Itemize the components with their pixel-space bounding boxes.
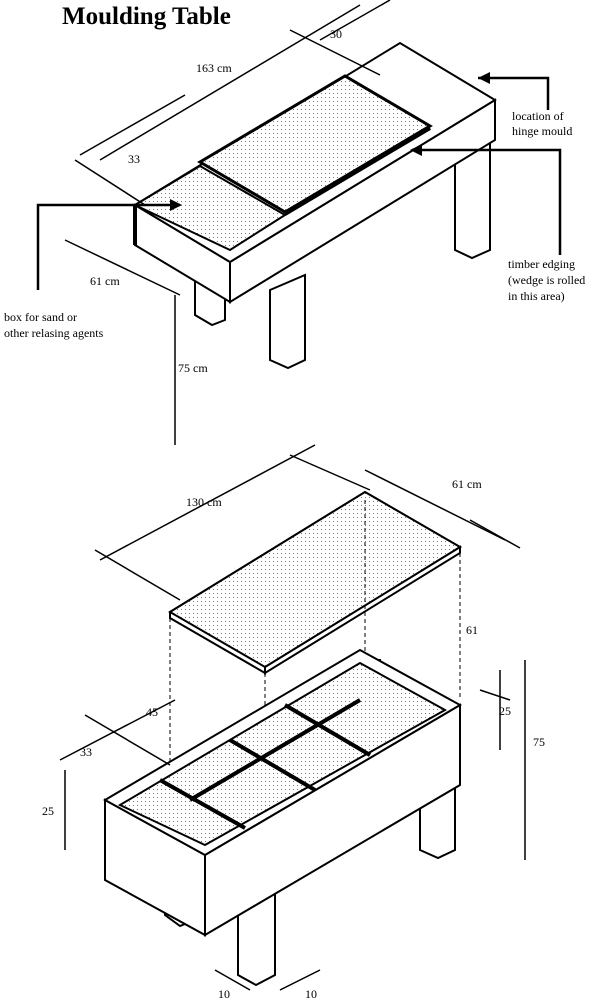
dim-25-left-label: 25 xyxy=(42,804,54,818)
diagram-title: Moulding Table xyxy=(62,3,231,30)
edging-label-2: (wedge is rolled xyxy=(508,273,585,287)
sand-box xyxy=(132,164,287,252)
dim-leg-a-label: 10 xyxy=(218,987,230,1001)
dim-box-label: 33 xyxy=(128,152,140,166)
edging-label-1: timber edging xyxy=(508,257,575,271)
dim-mould-width-label: 30 xyxy=(330,27,342,41)
mould-board xyxy=(168,490,462,669)
box-label-1: box for sand or xyxy=(4,310,77,324)
top-table-drawing: 163 cm 30 33 61 cm 75 cm location of hin… xyxy=(4,0,585,445)
dim-board-width-label: 61 cm xyxy=(452,477,482,491)
dim-length-label: 163 cm xyxy=(196,61,232,75)
box-label-2: other relasing agents xyxy=(4,326,104,340)
dim-33-label: 33 xyxy=(80,745,92,759)
hinge-label-1: location of xyxy=(512,109,564,123)
dim-board-length-label: 130 cm xyxy=(186,495,222,509)
dim-45-label: 45 xyxy=(146,705,158,719)
dim-25-right-label: 25 xyxy=(499,704,511,718)
dim-frame-width-label: 61 xyxy=(466,623,478,637)
dim-height-label: 75 cm xyxy=(178,361,208,375)
dim-line-length xyxy=(99,4,361,161)
dim-width-label: 61 cm xyxy=(90,274,120,288)
dim-leg-b-label: 10 xyxy=(305,987,317,1001)
hinge-mould-area xyxy=(197,74,433,214)
edging-label-3: in this area) xyxy=(508,289,565,303)
hinge-label-2: hinge mould xyxy=(512,124,572,138)
bottom-table-drawing: 130 cm 61 cm 61 45 33 25 25 75 10 10 xyxy=(42,444,545,1001)
dim-75-label: 75 xyxy=(533,735,545,749)
